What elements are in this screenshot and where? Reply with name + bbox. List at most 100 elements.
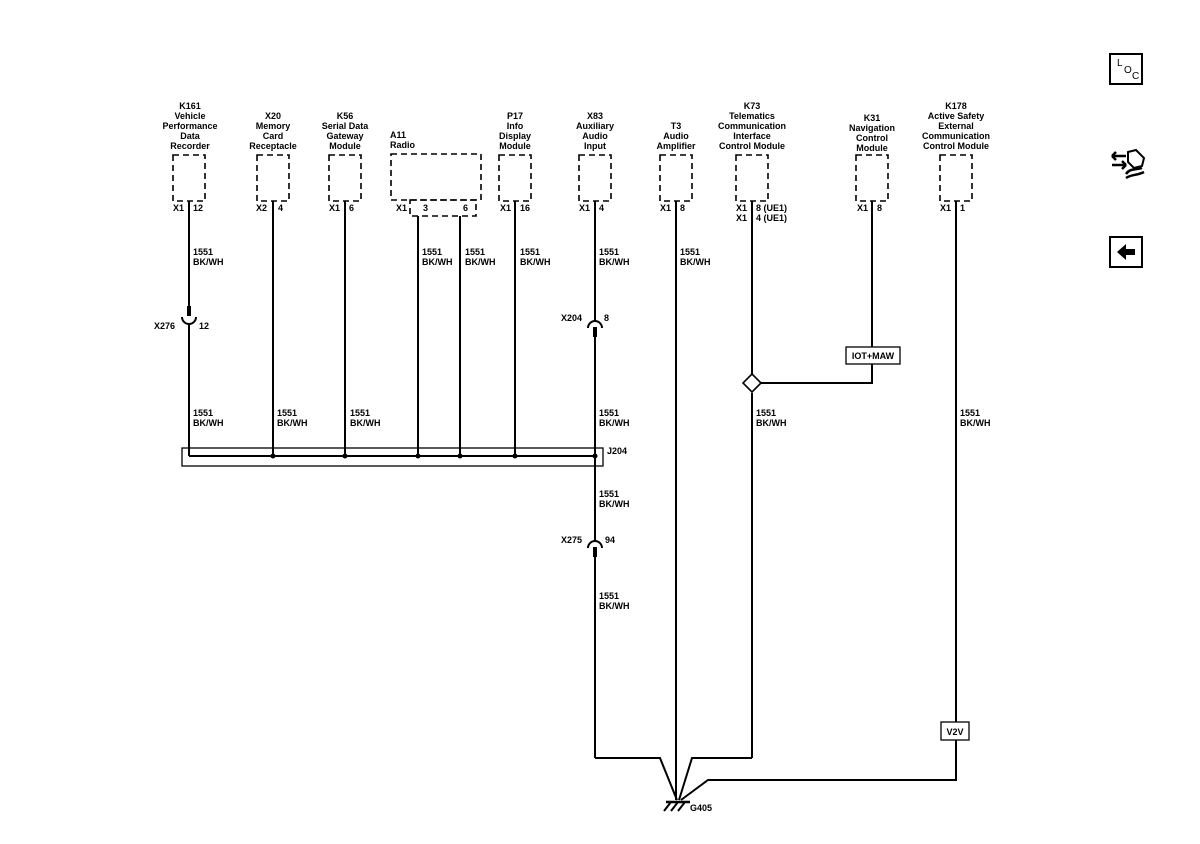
wire-k73 bbox=[678, 201, 753, 801]
module-t3[interactable]: T3 Audio Amplifier X1 8 bbox=[656, 121, 696, 213]
svg-text:4 (UE1): 4 (UE1) bbox=[756, 213, 787, 223]
splice-diamond bbox=[741, 372, 763, 394]
svg-text:12: 12 bbox=[199, 321, 209, 331]
svg-text:8: 8 bbox=[604, 313, 609, 323]
svg-text:BK/WH: BK/WH bbox=[756, 418, 787, 428]
svg-text:1551: 1551 bbox=[756, 408, 776, 418]
svg-text:K178: K178 bbox=[945, 101, 967, 111]
svg-text:X1: X1 bbox=[329, 203, 340, 213]
svg-text:X1: X1 bbox=[736, 203, 747, 213]
svg-text:Control: Control bbox=[856, 133, 888, 143]
svg-text:External: External bbox=[938, 121, 974, 131]
svg-text:X1: X1 bbox=[940, 203, 951, 213]
svg-text:Recorder: Recorder bbox=[170, 141, 210, 151]
svg-text:6: 6 bbox=[463, 203, 468, 213]
svg-text:K31: K31 bbox=[864, 113, 881, 123]
svg-text:Telematics: Telematics bbox=[729, 111, 775, 121]
svg-text:8: 8 bbox=[680, 203, 685, 213]
svg-text:BK/WH: BK/WH bbox=[599, 418, 630, 428]
splice-pack-j204[interactable]: J204 bbox=[181, 446, 627, 467]
module-x20[interactable]: X20 Memory Card Receptacle X2 4 bbox=[249, 111, 297, 213]
svg-text:6: 6 bbox=[349, 203, 354, 213]
svg-text:Receptacle: Receptacle bbox=[249, 141, 297, 151]
svg-text:1551: 1551 bbox=[599, 489, 619, 499]
svg-text:1551: 1551 bbox=[599, 408, 619, 418]
svg-text:K161: K161 bbox=[179, 101, 201, 111]
module-k161[interactable]: K161 Vehicle Performance Data Recorder X… bbox=[162, 101, 217, 213]
svg-text:K56: K56 bbox=[337, 111, 354, 121]
module-x83[interactable]: X83 Auxiliary Audio Input X1 4 bbox=[576, 111, 614, 213]
svg-text:Vehicle: Vehicle bbox=[174, 111, 205, 121]
svg-text:94: 94 bbox=[605, 535, 615, 545]
svg-text:Amplifier: Amplifier bbox=[656, 141, 696, 151]
module-k178[interactable]: K178 Active Safety External Communicatio… bbox=[922, 101, 990, 213]
svg-text:BK/WH: BK/WH bbox=[350, 418, 381, 428]
svg-text:X1: X1 bbox=[173, 203, 184, 213]
module-k56[interactable]: K56 Serial Data Gateway Module X1 6 bbox=[322, 111, 370, 213]
svg-text:J204: J204 bbox=[607, 446, 627, 456]
svg-text:Radio: Radio bbox=[390, 140, 416, 150]
wire-k178 bbox=[680, 201, 957, 801]
module-a11[interactable]: A11 Radio X1 3 6 bbox=[390, 130, 482, 217]
option-iot-maw: IOT+MAW bbox=[845, 346, 901, 365]
svg-text:Data: Data bbox=[180, 131, 201, 141]
location-view-button[interactable]: L O C bbox=[1109, 53, 1143, 85]
option-v2v: V2V bbox=[940, 721, 970, 741]
svg-text:Input: Input bbox=[584, 141, 606, 151]
svg-text:X204: X204 bbox=[561, 313, 582, 323]
ground-g405[interactable]: G405 bbox=[663, 800, 712, 813]
svg-text:T3: T3 bbox=[671, 121, 682, 131]
svg-text:1551: 1551 bbox=[193, 408, 213, 418]
svg-text:1551: 1551 bbox=[277, 408, 297, 418]
svg-text:Auxiliary: Auxiliary bbox=[576, 121, 614, 131]
module-k31[interactable]: K31 Navigation Control Module X1 8 bbox=[849, 113, 895, 213]
svg-text:X276: X276 bbox=[154, 321, 175, 331]
svg-text:K73: K73 bbox=[744, 101, 761, 111]
svg-text:Card: Card bbox=[263, 131, 284, 141]
inline-connector-x276[interactable]: X276 12 bbox=[154, 306, 209, 331]
svg-text:BK/WH: BK/WH bbox=[193, 418, 224, 428]
svg-text:Communication: Communication bbox=[718, 121, 786, 131]
svg-text:1551: 1551 bbox=[350, 408, 370, 418]
svg-text:X1: X1 bbox=[500, 203, 511, 213]
module-p17[interactable]: P17 Info Display Module X1 16 bbox=[498, 111, 532, 213]
svg-text:Module: Module bbox=[499, 141, 531, 151]
svg-text:Active Safety: Active Safety bbox=[928, 111, 985, 121]
svg-text:Display: Display bbox=[499, 131, 531, 141]
svg-text:1551: 1551 bbox=[465, 247, 485, 257]
svg-text:BK/WH: BK/WH bbox=[465, 257, 496, 267]
arrow-left-icon bbox=[1117, 244, 1135, 260]
svg-text:1551: 1551 bbox=[422, 247, 442, 257]
wire-j204-to-ground bbox=[594, 456, 678, 801]
back-button[interactable] bbox=[1109, 236, 1143, 268]
svg-text:Module: Module bbox=[329, 141, 361, 151]
svg-text:Serial Data: Serial Data bbox=[322, 121, 370, 131]
svg-text:1551: 1551 bbox=[193, 247, 213, 257]
svg-text:16: 16 bbox=[520, 203, 530, 213]
svg-text:X1: X1 bbox=[396, 203, 407, 213]
svg-text:IOT+MAW: IOT+MAW bbox=[852, 351, 895, 361]
svg-text:1551: 1551 bbox=[680, 247, 700, 257]
svg-text:BK/WH: BK/WH bbox=[680, 257, 711, 267]
svg-text:3: 3 bbox=[423, 203, 428, 213]
connector-view-button[interactable] bbox=[1108, 144, 1148, 184]
connector-icon bbox=[1111, 148, 1146, 180]
svg-text:Performance: Performance bbox=[162, 121, 217, 131]
inline-connector-x204[interactable]: X204 8 bbox=[561, 313, 609, 337]
svg-text:BK/WH: BK/WH bbox=[277, 418, 308, 428]
svg-text:A11: A11 bbox=[390, 130, 406, 140]
svg-text:Communication: Communication bbox=[922, 131, 990, 141]
svg-text:1551: 1551 bbox=[599, 591, 619, 601]
inline-connector-x275[interactable]: X275 94 bbox=[561, 535, 615, 557]
wire-k31 bbox=[761, 201, 873, 384]
svg-text:X20: X20 bbox=[265, 111, 281, 121]
module-k73[interactable]: K73 Telematics Communication Interface C… bbox=[718, 101, 787, 223]
